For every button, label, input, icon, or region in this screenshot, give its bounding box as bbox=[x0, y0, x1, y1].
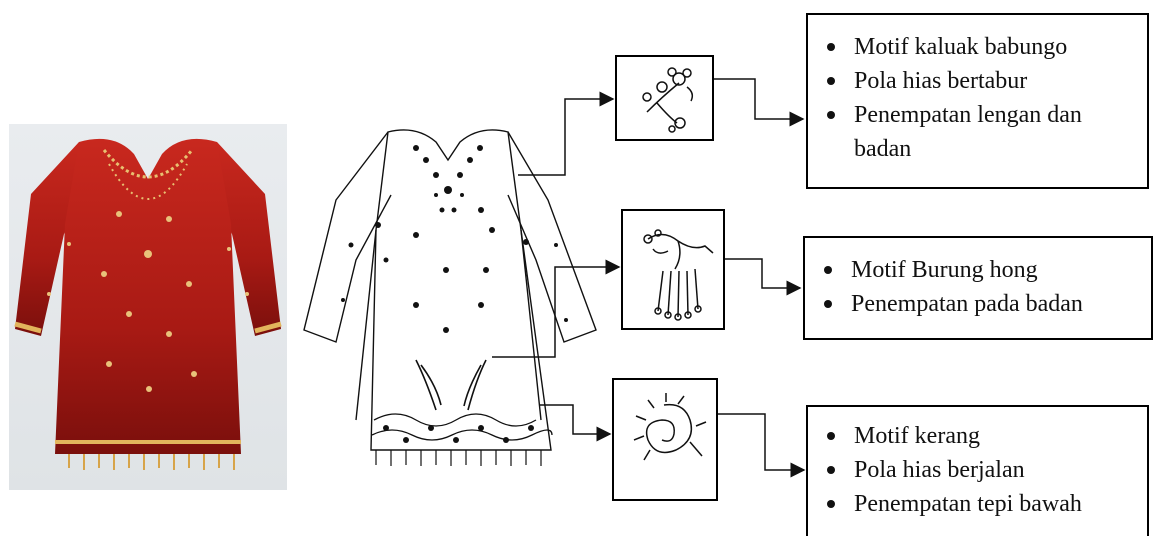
red-dress-photo-image bbox=[14, 138, 282, 470]
description-item: Penempatan lengan dan badan bbox=[818, 98, 1137, 166]
description-item: Penempatan tepi bawah bbox=[818, 487, 1137, 521]
description-item: Pola hias bertabur bbox=[818, 64, 1137, 98]
description-box-flower: Motif kaluak babungo Pola hias bertabur … bbox=[806, 13, 1149, 189]
shell-motif-box bbox=[612, 378, 718, 501]
dress-sketch bbox=[296, 120, 606, 480]
description-box-shell: Motif kerang Pola hias berjalan Penempat… bbox=[806, 405, 1149, 536]
description-list-bird: Motif Burung hong Penempatan pada badan bbox=[815, 253, 1141, 321]
flower-motif-box bbox=[615, 55, 714, 141]
dress-photo bbox=[9, 124, 287, 490]
description-item: Motif Burung hong bbox=[815, 253, 1141, 287]
arrow-bird-motif-to-desc bbox=[724, 258, 802, 296]
description-list-shell: Motif kerang Pola hias berjalan Penempat… bbox=[818, 419, 1137, 521]
arrow-shell-motif-to-desc bbox=[716, 413, 806, 478]
description-item: Motif kaluak babungo bbox=[818, 30, 1137, 64]
description-box-bird: Motif Burung hong Penempatan pada badan bbox=[803, 236, 1153, 340]
description-item: Penempatan pada badan bbox=[815, 287, 1141, 321]
hong-bird-motif-icon bbox=[643, 229, 714, 321]
bird-motif-box bbox=[621, 209, 725, 330]
description-item: Pola hias berjalan bbox=[818, 453, 1137, 487]
shell-motif-icon bbox=[633, 393, 707, 461]
flower-motif-icon bbox=[642, 67, 694, 133]
description-item: Motif kerang bbox=[818, 419, 1137, 453]
arrow-flower-motif-to-desc bbox=[713, 78, 805, 127]
description-list-flower: Motif kaluak babungo Pola hias bertabur … bbox=[818, 30, 1137, 166]
dress-line-drawing bbox=[303, 129, 597, 466]
